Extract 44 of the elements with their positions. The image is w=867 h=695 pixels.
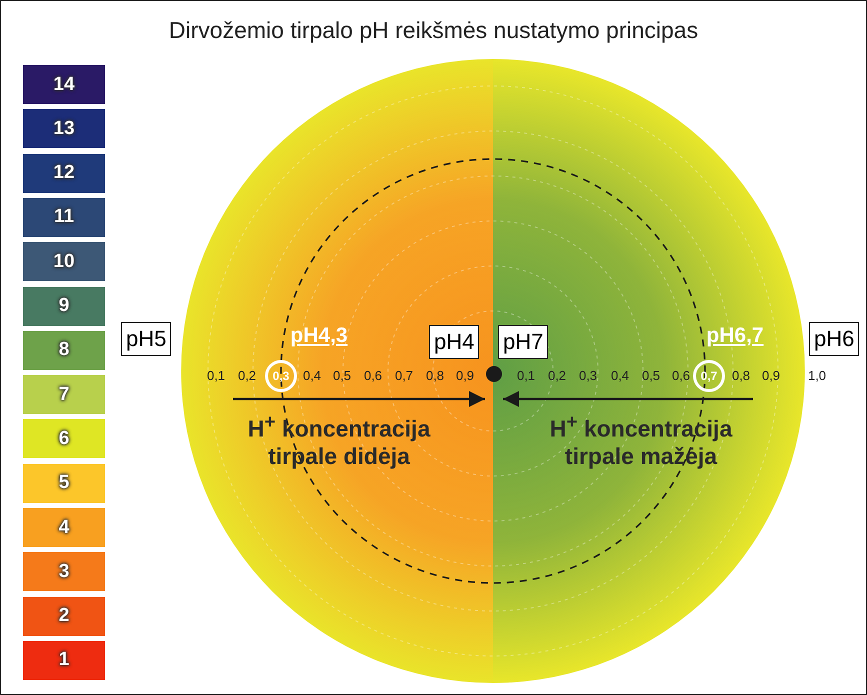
diagram-title: Dirvožemio tirpalo pH reikšmės nustatymo principas: [168, 17, 700, 44]
edge-label: H$^{+}$ koncentracija tirpale didėja: [246, 411, 432, 470]
scale-number: 0,1: [516, 368, 536, 383]
circled-value: 0,3: [265, 360, 297, 392]
scale-number: 0,6: [672, 368, 690, 383]
arrow: [503, 391, 753, 407]
ph-value-box: pH4: [429, 325, 480, 359]
ph-scale-swatch: 12: [23, 154, 105, 193]
ph-scale-swatch: 2: [23, 596, 105, 636]
ph-value-box: pH6: [809, 322, 860, 356]
scale-number: 0,8: [426, 368, 444, 383]
ph-scale-swatch: 1: [23, 640, 105, 680]
ph-scale-swatch: 9: [23, 286, 105, 326]
ph-scale-swatch: 7: [23, 375, 105, 414]
ph-value-box: pH5: [121, 322, 172, 356]
circled-value: 0,7: [693, 360, 725, 392]
scale-number: 0,4: [302, 368, 322, 383]
scale-number: 0,4: [610, 368, 630, 383]
scale-number: 0,5: [332, 368, 352, 383]
edge-label: H$^{+}$ koncentracija tirpale mažėja: [548, 411, 734, 470]
scale-number: 1,0: [808, 368, 826, 383]
scale-number: 0,2: [548, 368, 566, 383]
arrow: [233, 391, 485, 407]
ph-scale-swatch: 8: [23, 330, 105, 370]
ph-value-box: pH7: [498, 325, 548, 359]
ph-scale-swatch: 14: [23, 65, 105, 104]
scale-number: 0,7: [394, 368, 414, 383]
ph-value-label: pH6,7: [706, 324, 764, 348]
scale-number: 0,9: [762, 368, 780, 383]
ph-value-label: pH4,3: [290, 324, 348, 348]
ph-scale-swatch: 10: [23, 242, 105, 282]
ph-scale-swatch: 3: [23, 552, 105, 592]
ph-scale-swatch: 5: [23, 464, 105, 503]
scale-number: 0,5: [642, 368, 660, 383]
scale-number: 0,2: [238, 368, 256, 383]
ph-scale-swatch: 4: [23, 508, 105, 547]
scale-number: 0,6: [364, 368, 382, 383]
ph-scale-swatch: 11: [23, 198, 105, 237]
scale-number: 0,8: [732, 368, 750, 383]
scale-number: 0,1: [206, 368, 226, 383]
ph-scale-swatch: 6: [23, 419, 105, 458]
ph-scale-swatch: 13: [23, 109, 105, 148]
scale-number: 0,3: [578, 368, 598, 383]
scale-number: 0,9: [456, 368, 474, 383]
